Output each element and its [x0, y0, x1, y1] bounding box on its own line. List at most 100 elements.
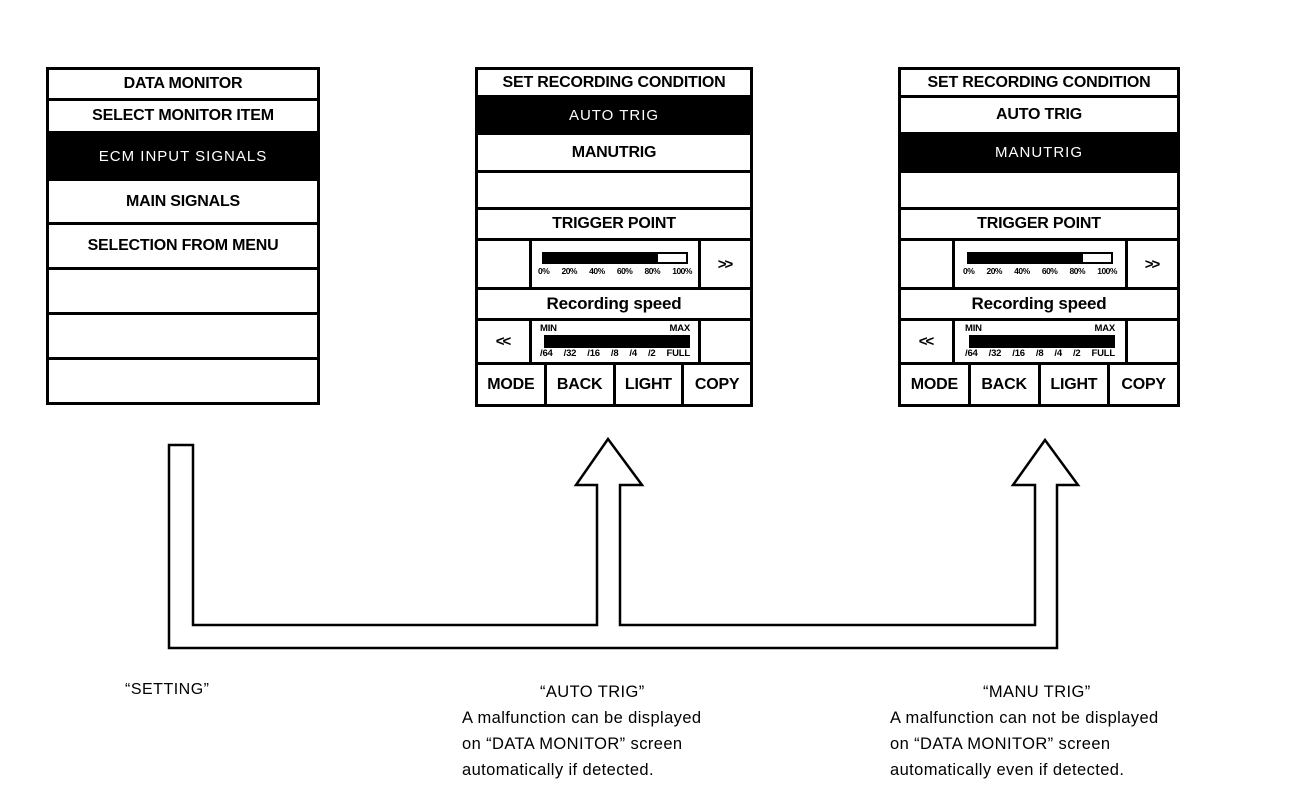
tick-label: FULL — [666, 348, 691, 359]
option-auto-trig[interactable]: AUTO TRIG — [901, 98, 1177, 135]
tick-label: /64 — [540, 348, 553, 359]
caption-line: on “DATA MONITOR” screen — [890, 735, 1111, 753]
min-label: MIN — [540, 323, 557, 334]
tick-label: 40% — [1014, 266, 1030, 276]
rewind-icon: << — [495, 333, 511, 350]
set-recording-condition-panel-manu: SET RECORDING CONDITION AUTO TRIG MANUTR… — [898, 67, 1180, 407]
tick-label: 80% — [644, 266, 661, 276]
back-button[interactable]: BACK — [547, 365, 616, 404]
menu-item-ecm-input-signals[interactable]: ECM INPUT SIGNALS — [49, 134, 317, 181]
tick-label: /64 — [965, 348, 978, 359]
menu-item-selection-from-menu[interactable]: SELECTION FROM MENU — [49, 225, 317, 270]
tick-label: 20% — [986, 266, 1002, 276]
data-monitor-title: DATA MONITOR — [49, 70, 317, 101]
trigger-bar-cell: 0% 20% 40% 60% 80% 100% — [955, 241, 1125, 287]
copy-button[interactable]: COPY — [694, 375, 740, 393]
setting-caption: “SETTING” — [125, 681, 210, 698]
trigger-next-button[interactable]: >> — [1125, 241, 1177, 287]
menu-item-select-monitor-item[interactable]: SELECT MONITOR ITEM — [49, 101, 317, 134]
tick-label: 20% — [561, 266, 577, 276]
speed-back-button[interactable]: << — [478, 321, 532, 362]
light-button[interactable]: LIGHT — [616, 365, 685, 404]
rewind-icon: << — [918, 333, 934, 350]
set-recording-condition-panel-auto: SET RECORDING CONDITION AUTO TRIG MANUTR… — [475, 67, 753, 407]
tick-label: /8 — [610, 348, 619, 359]
trigger-progress-bar[interactable] — [542, 252, 688, 264]
manu-trig-caption: “MANU TRIG” A malfunction can not be dis… — [890, 679, 1159, 783]
trigger-point-row: 0% 20% 40% 60% 80% 100% >> — [901, 241, 1177, 290]
back-button[interactable]: BACK — [971, 365, 1041, 404]
option-auto-trig[interactable]: AUTO TRIG — [478, 98, 750, 135]
trigger-point-row: 0% 20% 40% 60% 80% 100% >> — [478, 241, 750, 290]
min-label: MIN — [965, 323, 982, 334]
recording-speed-label: Recording speed — [478, 290, 750, 321]
speed-bar-cell: MIN MAX /64 /32 /16 /8 /4 /2 FULL — [955, 321, 1125, 362]
tick-label: /16 — [587, 348, 600, 359]
trigger-left-spacer — [901, 241, 955, 287]
speed-scale: /64 /32 /16 /8 /4 /2 FULL — [540, 349, 690, 359]
manu-trig-caption-title: “MANU TRIG” — [983, 683, 1091, 701]
recording-speed-row: << MIN MAX /64 /32 /16 /8 /4 /2 — [478, 321, 750, 365]
trigger-left-spacer — [478, 241, 532, 287]
recording-speed-label: Recording speed — [901, 290, 1177, 321]
tick-label: /8 — [1035, 348, 1044, 359]
max-label: MAX — [669, 323, 690, 334]
speed-back-button[interactable]: << — [901, 321, 955, 362]
fast-forward-icon: >> — [717, 255, 733, 273]
speed-right-spacer — [1125, 321, 1177, 362]
tick-label: /4 — [1054, 348, 1062, 359]
tick-label: 60% — [1041, 266, 1058, 276]
speed-right-spacer — [698, 321, 750, 362]
trigger-next-button[interactable]: >> — [698, 241, 750, 287]
tick-label: /16 — [1012, 348, 1025, 359]
menu-item-main-signals[interactable]: MAIN SIGNALS — [49, 181, 317, 225]
blank-row — [901, 173, 1177, 210]
empty-menu-row — [49, 315, 317, 360]
caption-line: A malfunction can not be displayed — [890, 709, 1159, 727]
trigger-point-label: TRIGGER POINT — [478, 210, 750, 241]
caption-line: A malfunction can be displayed — [462, 709, 702, 727]
panel-title: SET RECORDING CONDITION — [901, 70, 1177, 98]
up-arrow-path — [167, 436, 1081, 650]
panel-title: SET RECORDING CONDITION — [478, 70, 750, 98]
fast-forward-icon: >> — [1144, 255, 1160, 273]
trigger-progress-bar[interactable] — [967, 252, 1113, 264]
empty-menu-row — [49, 360, 317, 402]
tick-label: /4 — [629, 348, 637, 359]
copy-button[interactable]: COPY — [1121, 375, 1166, 393]
auto-trig-caption-title: “AUTO TRIG” — [540, 683, 645, 701]
trigger-scale: 0% 20% 40% 60% 80% 100% — [538, 266, 692, 276]
option-manu-trig[interactable]: MANUTRIG — [901, 135, 1177, 173]
max-label: MAX — [1094, 323, 1115, 334]
recording-speed-row: << MIN MAX /64 /32 /16 /8 /4 /2 — [901, 321, 1177, 365]
trigger-scale: 0% 20% 40% 60% 80% 100% — [963, 266, 1117, 276]
tick-label: 100% — [672, 266, 692, 276]
tick-label: /32 — [988, 348, 1002, 359]
function-key-row: MODE BACK LIGHT COPY — [478, 365, 750, 404]
data-monitor-panel: DATA MONITOR SELECT MONITOR ITEM ECM INP… — [46, 67, 320, 405]
tick-label: FULL — [1091, 348, 1116, 359]
mode-button[interactable]: MODE — [901, 365, 971, 404]
tick-label: /2 — [647, 348, 656, 359]
tick-label: /32 — [563, 348, 577, 359]
speed-bar-cell: MIN MAX /64 /32 /16 /8 /4 /2 FULL — [532, 321, 698, 362]
auto-trig-caption: “AUTO TRIG” A malfunction can be display… — [462, 679, 701, 783]
trigger-progress-fill — [969, 254, 1083, 262]
tick-label: /2 — [1072, 348, 1081, 359]
function-key-row: MODE BACK LIGHT COPY — [901, 365, 1177, 404]
speed-bar[interactable] — [969, 335, 1115, 348]
speed-bar[interactable] — [544, 335, 690, 348]
tick-label: 0% — [963, 266, 975, 276]
trigger-progress-fill — [544, 254, 658, 262]
caption-line: automatically if detected. — [462, 761, 654, 779]
trigger-bar-cell: 0% 20% 40% 60% 80% 100% — [532, 241, 698, 287]
caption-line: automatically even if detected. — [890, 761, 1125, 779]
blank-row — [478, 173, 750, 210]
empty-menu-row — [49, 270, 317, 315]
mode-button[interactable]: MODE — [478, 365, 547, 404]
tick-label: 80% — [1069, 266, 1086, 276]
light-button[interactable]: LIGHT — [1041, 365, 1111, 404]
option-manu-trig[interactable]: MANUTRIG — [478, 135, 750, 173]
speed-scale: /64 /32 /16 /8 /4 /2 FULL — [965, 349, 1115, 359]
